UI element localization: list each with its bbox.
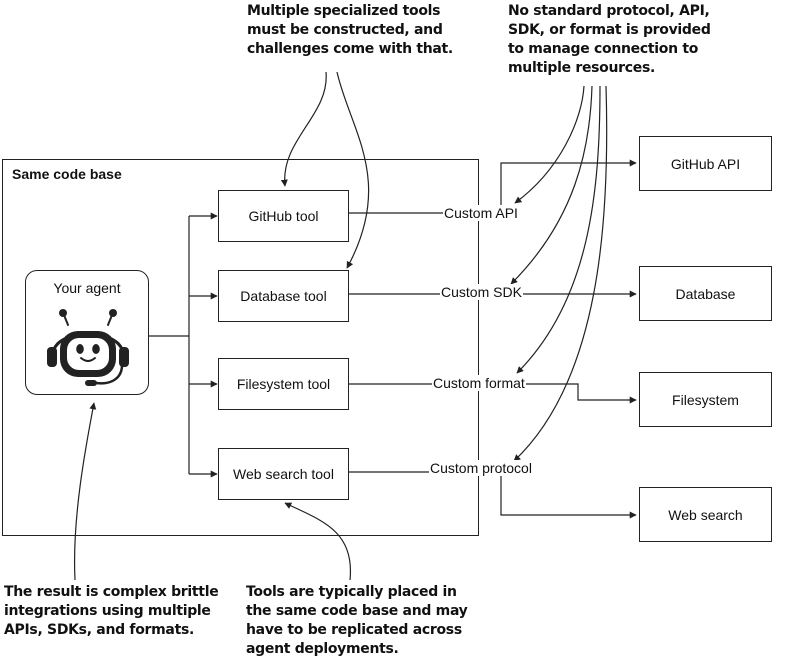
database-tool-box: Database tool	[218, 270, 349, 322]
github-connection-line	[348, 159, 637, 214]
agent-card: Your agent	[25, 270, 149, 395]
custom-sdk-label: Custom SDK	[440, 284, 523, 300]
pointer-to-custom-format	[516, 85, 601, 374]
custom-protocol-label: Custom protocol	[429, 460, 533, 476]
pointer-to-database-tool	[336, 71, 370, 269]
pointer-to-custom-protocol	[513, 85, 608, 462]
websearch-connection-line	[348, 471, 637, 519]
note-no-standard-protocol: No standard protocol, API, SDK, or forma…	[508, 3, 711, 76]
github-api-box: GitHub API	[639, 136, 772, 191]
filesystem-tool-box: Filesystem tool	[218, 358, 349, 410]
database-box: Database	[639, 266, 772, 321]
custom-format-label: Custom format	[432, 375, 526, 391]
database-label: Database	[675, 285, 736, 302]
note-specialized-tools: Multiple specialized tools must be const…	[247, 3, 453, 57]
agent-label: Your agent	[53, 280, 121, 296]
github-tool-box: GitHub tool	[218, 190, 349, 242]
code-base-label: Same code base	[12, 166, 122, 182]
robot-headset-icon	[47, 309, 129, 386]
database-tool-label: Database tool	[240, 288, 327, 304]
filesystem-tool-label: Filesystem tool	[236, 376, 331, 392]
pointer-to-github-tool	[280, 71, 327, 187]
pointer-to-websearch-tool	[284, 502, 352, 581]
filesystem-box: Filesystem	[639, 372, 772, 427]
filesystem-label: Filesystem	[672, 391, 739, 408]
websearch-tool-label: Web search tool	[233, 466, 334, 482]
websearch-tool-box: Web search tool	[218, 448, 349, 500]
note-same-code-base: Tools are typically placed in the same c…	[246, 584, 468, 657]
websearch-box: Web search	[639, 487, 772, 542]
note-brittle-integrations: The result is complex brittle integratio…	[4, 584, 219, 638]
websearch-label: Web search	[668, 506, 743, 523]
custom-api-label: Custom API	[443, 205, 519, 221]
code-base-boundary	[2, 159, 479, 536]
pointer-to-custom-api	[514, 85, 585, 204]
github-tool-label: GitHub tool	[248, 208, 319, 224]
pointer-to-custom-sdk	[510, 85, 593, 285]
pointer-to-agent	[73, 402, 97, 581]
github-api-label: GitHub API	[670, 155, 741, 172]
